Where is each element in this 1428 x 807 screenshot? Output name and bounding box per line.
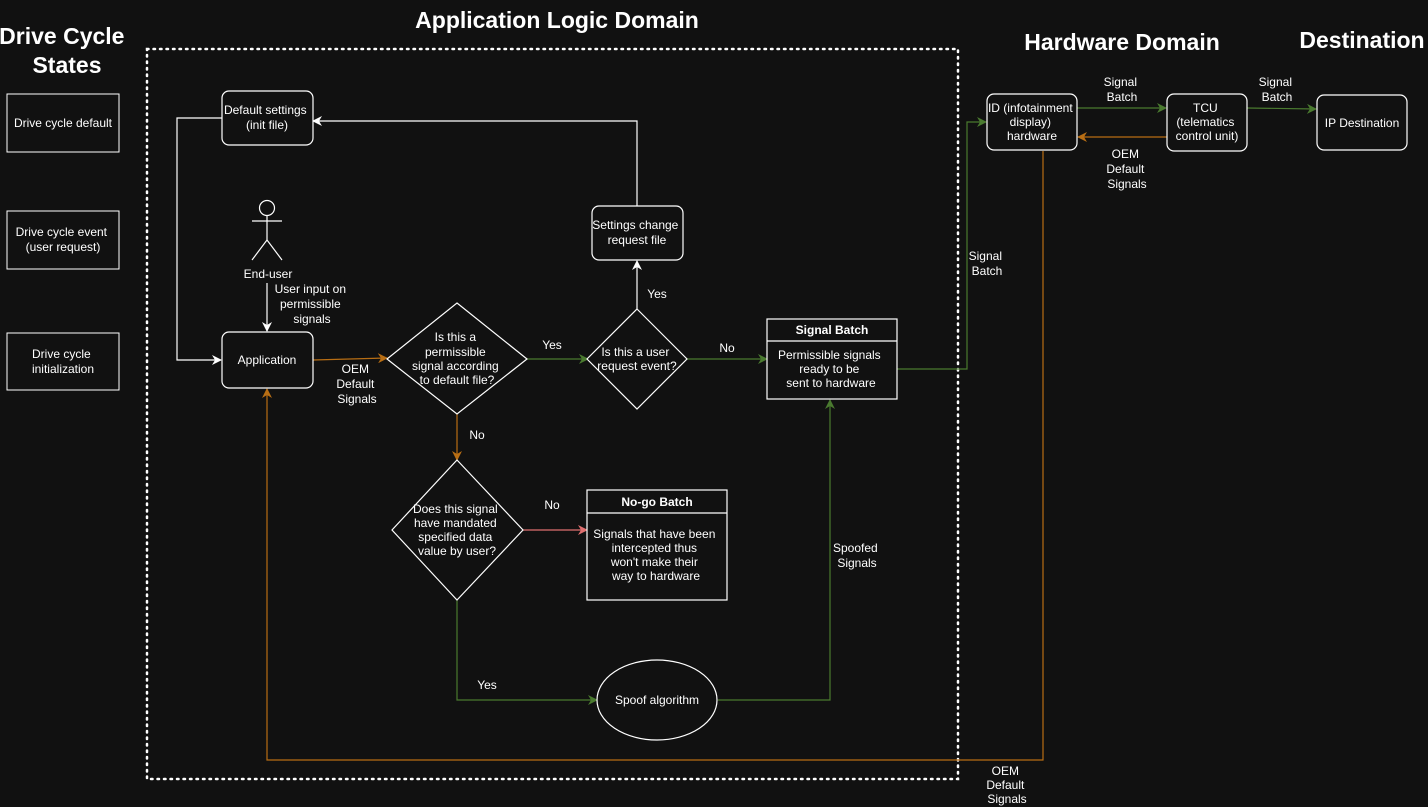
node-tcu: TCU (telematics control unit): [1166, 93, 1248, 152]
edge-spoof-to-signalbatch: [718, 399, 835, 701]
heading-hardware-domain: Hardware Domain: [1024, 29, 1220, 55]
heading-drive-cycle-states: Drive Cycle States: [0, 23, 131, 78]
edge-settings-to-default: [312, 116, 638, 206]
edge-default-to-application: [176, 117, 222, 365]
svg-text:Application: Application: [238, 353, 297, 367]
node-spoof-algorithm: Spoof algorithm: [596, 659, 718, 741]
label-oem-default-tcu: OEM Default Signals: [1106, 147, 1147, 191]
edge-hw-to-application: [262, 151, 1044, 761]
svg-text:Settings change request: Settings change request file: [592, 218, 681, 247]
label-yes-mandated: Yes: [477, 678, 497, 692]
node-settings-change: Settings change request file: [591, 205, 684, 261]
label-oem-default-bottom: OEM Default Signals: [986, 764, 1027, 806]
svg-text:Is this a user request e: Is this a user request event?: [597, 345, 677, 373]
svg-text:TCU (telematics co: TCU (telematics control unit): [1176, 101, 1239, 143]
label-yes-permissible: Yes: [542, 338, 562, 352]
heading-destination: Destination: [1299, 27, 1424, 53]
label-signal-batch-to-hw: Signal Batch: [969, 249, 1006, 278]
svg-text:Default settings (init f: Default settings (init file): [224, 103, 310, 132]
svg-text:IP Destination: IP Destination: [1325, 116, 1400, 130]
label-no-permissible: No: [469, 428, 485, 442]
node-default-settings: Default settings (init file): [221, 90, 314, 146]
label-no-mandated: No: [544, 498, 560, 512]
decision-user-request: Is this a user request event?: [586, 308, 688, 410]
svg-text:Drive cycle event (user: Drive cycle event (user request): [16, 225, 111, 254]
svg-text:ID (infotainment display: ID (infotainment display) hardware: [988, 101, 1076, 143]
node-application: Application: [221, 331, 314, 389]
decision-mandated-value: Does this signal have mandated specified…: [391, 459, 524, 601]
edge-signalbatch-to-hw: [897, 117, 987, 370]
svg-text:Drive cycle initializati: Drive cycle initialization: [32, 347, 94, 376]
svg-text:Signal Batch: Signal Batch: [796, 323, 869, 337]
application-logic-domain-boundary: [145, 47, 960, 781]
svg-text:Permissible signals read: Permissible signals ready to be sent to …: [778, 348, 884, 390]
label-signal-batch-to-tcu: Signal Batch: [1104, 75, 1141, 104]
svg-text:Signals that have been i: Signals that have been intercepted thus …: [593, 527, 718, 583]
svg-text:Drive cycle default: Drive cycle default: [14, 116, 113, 130]
svg-text:Is this a permissible: Is this a permissible signal according t…: [412, 330, 502, 387]
node-ip-destination: IP Destination: [1316, 94, 1408, 151]
label-yes-settings: Yes: [647, 287, 667, 301]
legend-drive-cycle-event: Drive cycle event (user request): [6, 210, 120, 270]
legend-drive-cycle-initialization: Drive cycle initialization: [6, 332, 120, 391]
svg-text:Does this signal have ma: Does this signal have mandated specified…: [413, 502, 501, 558]
edge-mandated-yes: [456, 600, 598, 705]
label-oem-default-app: OEM Default Signals: [336, 362, 377, 406]
edge-tcu-to-ip: [1246, 103, 1317, 114]
end-user-actor-icon: [251, 199, 283, 261]
edge-application-to-permissible: [312, 353, 388, 364]
label-spoofed-signals: Spoofed Signals: [833, 541, 881, 570]
heading-application-logic-domain: Application Logic Domain: [415, 7, 699, 33]
label-user-input: User input on permissible signals: [275, 282, 350, 326]
end-user-label: End-user: [244, 267, 293, 281]
label-no-user-request: No: [719, 341, 735, 355]
svg-text:No-go Batch: No-go Batch: [621, 495, 692, 509]
node-signal-batch: Signal Batch Permissible signals ready t…: [766, 318, 898, 400]
svg-text:Spoof algorithm: Spoof algorithm: [615, 693, 699, 707]
node-nogo-batch: No-go Batch Signals that have been inter…: [586, 489, 728, 601]
node-id-hardware: ID (infotainment display) hardware: [986, 93, 1078, 151]
legend-drive-cycle-default: Drive cycle default: [6, 93, 120, 153]
decision-permissible: Is this a permissible signal according t…: [386, 302, 528, 415]
label-signal-batch-to-ip: Signal Batch: [1259, 75, 1296, 104]
